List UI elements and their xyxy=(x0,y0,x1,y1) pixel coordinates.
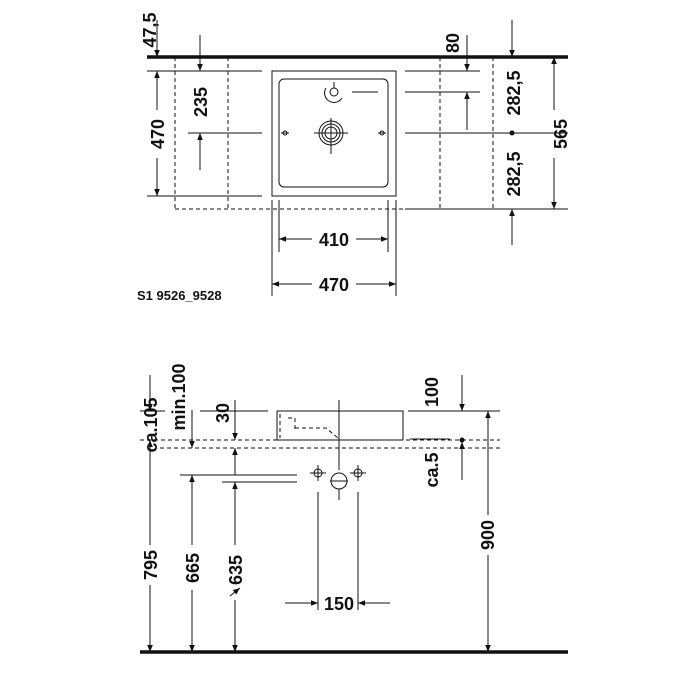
drain-icon xyxy=(314,118,348,154)
dim-282-5-upper: 282,5 xyxy=(504,70,524,115)
extension-lines xyxy=(147,70,568,296)
side-view: ca.105 min.100 30 100 ca.5 900 795 665 6… xyxy=(140,363,568,654)
basin-side xyxy=(276,410,404,441)
dim-30: 30 xyxy=(213,403,233,423)
mount-pins xyxy=(281,130,386,136)
tap-hole-icon xyxy=(324,82,343,103)
dim-235: 235 xyxy=(191,87,211,117)
dim-282-5-lower: 282,5 xyxy=(504,151,524,196)
top-view: 47,5 235 470 80 282,5 282,5 565 410 470 … xyxy=(137,12,571,303)
dim-565: 565 xyxy=(551,119,571,149)
dim-410: 410 xyxy=(319,230,349,250)
dim-150: 150 xyxy=(324,594,354,614)
basin-outline xyxy=(271,70,397,197)
dimension-arrows-side xyxy=(147,375,491,652)
dim-80: 80 xyxy=(443,33,463,53)
extension-lines-side xyxy=(140,400,500,610)
drawing-id: S1 9526_9528 xyxy=(137,288,222,303)
dim-470-width: 470 xyxy=(319,275,349,295)
dim-635: 635 xyxy=(226,555,246,585)
dim-795: 795 xyxy=(141,550,161,580)
basin-bowl-hidden xyxy=(279,414,339,439)
dim-ca-5: ca.5 xyxy=(422,452,442,487)
tap-holes-icon xyxy=(310,465,366,490)
dim-665: 665 xyxy=(183,553,203,583)
dim-900: 900 xyxy=(478,520,498,550)
dim-470-depth: 470 xyxy=(148,119,168,149)
dimension-arrows xyxy=(154,20,557,287)
dim-min-100: min.100 xyxy=(169,363,189,430)
dim-47-5: 47,5 xyxy=(140,12,160,47)
dim-ca-105: ca.105 xyxy=(141,397,161,452)
countertop-lines xyxy=(140,439,500,449)
dim-100: 100 xyxy=(422,377,442,407)
basin-bowl xyxy=(278,78,389,188)
